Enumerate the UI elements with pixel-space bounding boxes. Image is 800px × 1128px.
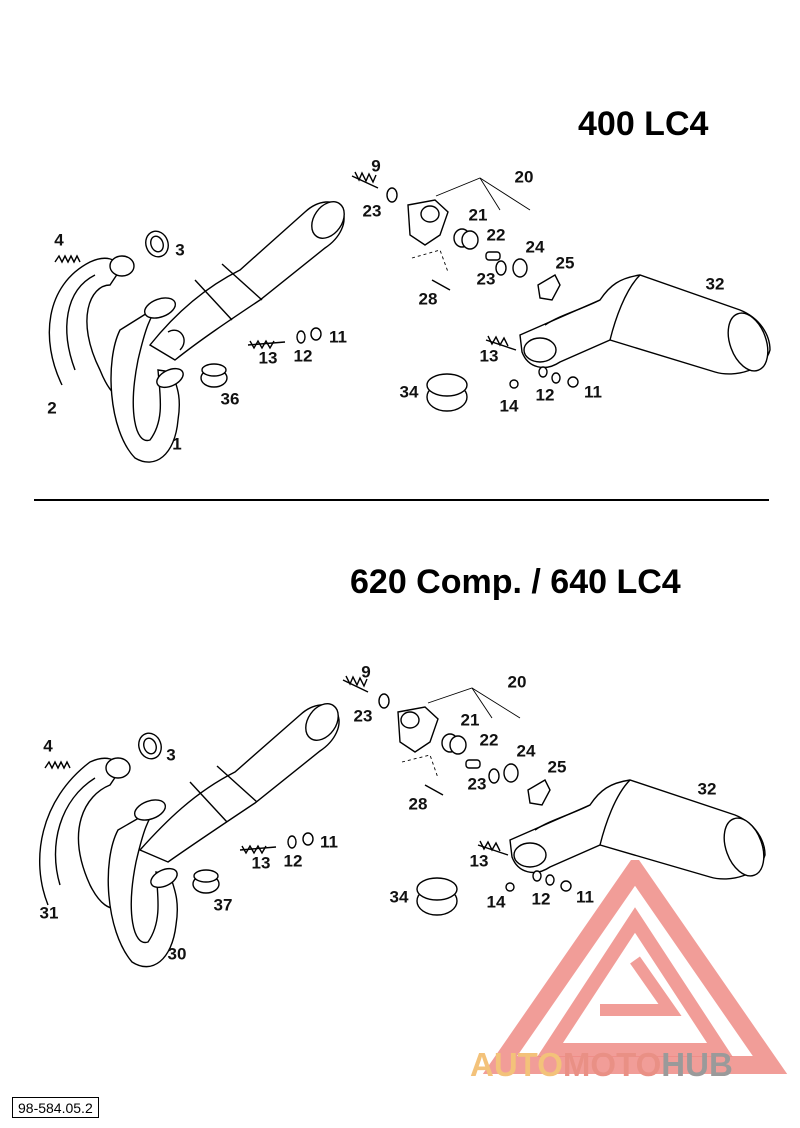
- s1-part-label-1: 1: [172, 434, 182, 454]
- s2-part-label-3: 3: [166, 745, 176, 765]
- s2-part-label-12: 12: [283, 851, 303, 871]
- watermark-brand-moto: MOTO: [562, 1046, 662, 1083]
- s2-part-label-22: 22: [479, 730, 499, 750]
- s1-part-label-21: 21: [468, 205, 488, 225]
- s2-part-label-25: 25: [547, 757, 567, 777]
- s2-part-label-37: 37: [213, 895, 233, 915]
- s1-part-label-14: 14: [499, 396, 519, 416]
- s2-part-label-23: 23: [467, 774, 487, 794]
- s2-part-label-14: 14: [486, 892, 506, 912]
- s1-part-label-36: 36: [220, 389, 240, 409]
- s2-part-label-4: 4: [43, 736, 53, 756]
- document-number: 98-584.05.2: [12, 1097, 99, 1118]
- s2-part-label-20: 20: [507, 672, 527, 692]
- s2-part-label-21: 21: [460, 710, 480, 730]
- s1-part-label-12: 12: [293, 346, 313, 366]
- s1-part-label-24: 24: [525, 237, 545, 257]
- s1-part-label-3: 3: [175, 240, 185, 260]
- s1-part-label-32: 32: [705, 274, 725, 294]
- rear-silencer-32: [519, 274, 771, 375]
- s2-part-label-13: 13: [251, 853, 271, 873]
- s1-part-label-25: 25: [555, 253, 575, 273]
- watermark-logo: [482, 860, 788, 1074]
- s1-part-label-28: 28: [418, 289, 438, 309]
- watermark-brand-hub: HUB: [661, 1046, 733, 1083]
- s1-part-label-11: 11: [329, 327, 347, 347]
- s1-part-label-34: 34: [399, 382, 419, 402]
- s1-part-label-13: 13: [258, 348, 278, 368]
- s2-part-label-34: 34: [389, 887, 409, 907]
- s2-part-label-9: 9: [361, 662, 371, 682]
- exhaust-diagram-620-640: [39, 675, 766, 968]
- s1-part-label-23: 23: [362, 201, 382, 221]
- exhaust-diagram-400-lc4: [48, 171, 771, 463]
- bolt-9: [351, 175, 379, 189]
- s1-part-label-11: 11: [584, 382, 602, 402]
- watermark-text: AUTOMOTOHUB: [470, 1046, 733, 1084]
- spring-4: [54, 254, 81, 264]
- spring-4: [44, 760, 71, 770]
- s2-part-label-28: 28: [408, 794, 428, 814]
- section-divider: [34, 499, 769, 501]
- s2-part-label-11: 11: [576, 887, 594, 907]
- s2-part-label-31: 31: [39, 903, 59, 923]
- section-title-400-lc4: 400 LC4: [578, 105, 709, 143]
- section-title-620-640-lc4: 620 Comp. / 640 LC4: [350, 563, 681, 601]
- seal-ring-3: [138, 732, 162, 760]
- s2-part-label-23: 23: [353, 706, 373, 726]
- s2-part-label-13: 13: [469, 851, 489, 871]
- s2-part-label-30: 30: [167, 944, 187, 964]
- s2-part-label-12: 12: [531, 889, 551, 909]
- s1-part-label-23: 23: [476, 269, 496, 289]
- s1-part-label-12: 12: [535, 385, 555, 405]
- s1-part-label-22: 22: [486, 225, 506, 245]
- s1-part-label-4: 4: [54, 230, 64, 250]
- seal-ring-3: [145, 230, 169, 258]
- s2-part-label-32: 32: [697, 779, 717, 799]
- bolt-9: [342, 679, 369, 693]
- s1-part-label-13: 13: [479, 346, 499, 366]
- s2-part-label-11: 11: [320, 832, 338, 852]
- s1-part-label-2: 2: [47, 398, 57, 418]
- s1-part-label-20: 20: [514, 167, 534, 187]
- watermark-brand-auto: AUTO: [470, 1046, 563, 1083]
- s1-part-label-9: 9: [371, 156, 381, 176]
- s2-part-label-24: 24: [516, 741, 536, 761]
